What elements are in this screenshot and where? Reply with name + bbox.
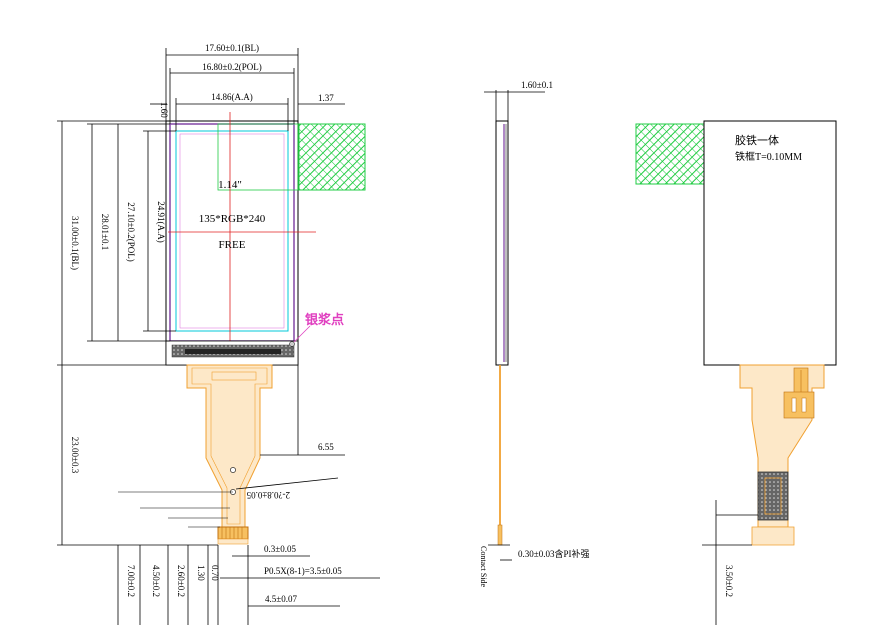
dim-fpc-length: 23.00±0.3 (70, 437, 80, 474)
side-view: 1.60±0.1 0.30±0.03含PI补强 Contact Side (479, 80, 589, 588)
back-note-line1: 胶铁一体 (735, 133, 779, 147)
dim-right-offset: 1.37 (318, 93, 334, 103)
back-iron-frame (703, 120, 837, 366)
dim-pitch-thickness: 0.3±0.05 (264, 544, 296, 554)
dim-height-bl: 31.00±0.1(BL) (70, 216, 80, 270)
side-module-body (495, 120, 509, 366)
fpc-flex (186, 364, 273, 528)
dim-tail: 3.50±0.2 (724, 565, 734, 597)
back-stiffener (757, 471, 789, 521)
dim-fpc-offset: 6.55 (318, 442, 334, 452)
dim-connector-width: 4.5±0.07 (265, 594, 297, 604)
polarizer-outline (169, 123, 295, 342)
dim-bottom-1: 4.50±0.2 (151, 565, 161, 597)
fpc-connector (217, 526, 249, 540)
dim-height-total-pol: 28.01±0.1 (100, 214, 110, 250)
dim-width-bl: 17.60±0.1(BL) (205, 43, 259, 53)
dim-bottom-4: 0.70 (210, 565, 220, 581)
front-view: 17.60±0.1(BL) 16.80±0.2(POL) 14.86(A.A) … (57, 43, 380, 625)
dim-hole: 2-?0.8±0.05 (246, 490, 290, 500)
silver-paste-dot (289, 341, 295, 347)
resolution-label: 135*RGB*240 (199, 213, 266, 225)
dim-height-aa: 24.91(A.A) (156, 201, 166, 243)
active-area (175, 130, 289, 332)
dim-bottom-3: 1.30 (196, 565, 206, 581)
dim-height-pol: 27.10±0.2(POL) (126, 202, 136, 261)
mode-label: FREE (219, 239, 246, 251)
dim-width-aa: 14.86(A.A) (211, 92, 253, 102)
fpc-hole (230, 467, 236, 473)
dim-left-offset: 1.60 (159, 102, 169, 118)
dim-bottom-2: 2.60±0.2 (176, 565, 186, 597)
dim-side-thickness: 1.60±0.1 (521, 80, 553, 90)
dim-pitch-formula: P0.5X(8-1)=3.5±0.05 (264, 566, 342, 576)
dim-fpc-thickness: 0.30±0.03含PI补强 (518, 548, 589, 559)
silver-paste-label: 银浆点 (305, 312, 344, 327)
back-view: 胶铁一体 铁框T=0.10MM 3.50±0.2 (635, 120, 837, 625)
diagonal-label: 1.14" (218, 179, 242, 191)
back-note-line2: 铁框T=0.10MM (735, 150, 802, 163)
contact-side-label: Contact Side (479, 546, 488, 588)
dim-bottom-0: 7.00±0.2 (126, 565, 136, 597)
dim-width-pol: 16.80±0.2(POL) (202, 62, 261, 72)
